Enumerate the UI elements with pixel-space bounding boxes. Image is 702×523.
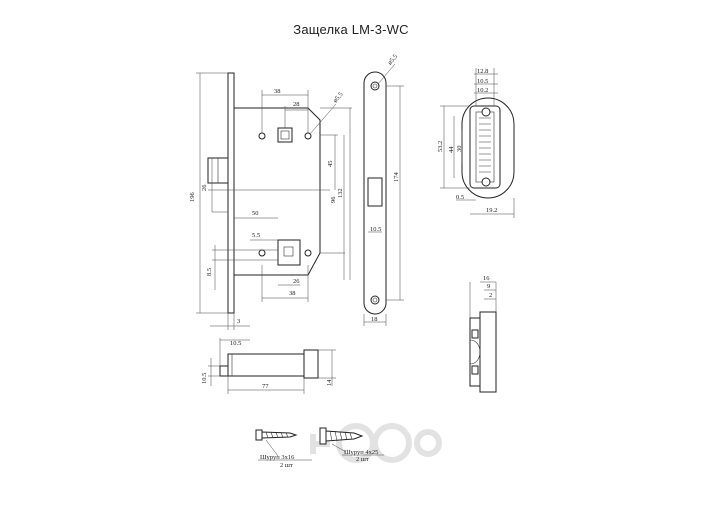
screw-4x25-label: Шуруп 4х25	[344, 449, 378, 456]
dim-28: 28	[293, 101, 300, 108]
dim-10-5-latch-side: 10.5	[201, 373, 208, 384]
dim-12-8: 12.8	[477, 68, 488, 75]
dim-174: 174	[393, 172, 400, 183]
dim-26: 26	[201, 184, 208, 191]
dim-2: 2	[489, 292, 492, 299]
dim-5-5-faceplate: ø5.5	[387, 53, 400, 66]
latch-bolt-view: 10.5 10.5 77 14	[201, 338, 336, 394]
screw-4x25: Шуруп 4х25 2 шт	[319, 427, 384, 463]
dim-45: 45	[327, 161, 334, 168]
dim-5-5-hole: ø5.5	[332, 91, 345, 104]
dim-9: 9	[487, 283, 490, 290]
lock-body-view: 38 28 ø5.5 45 26 96 132 196 50 5.5 8.5 2…	[189, 72, 352, 330]
faceplate-view: ø5.5 174 10.5 18	[363, 53, 404, 326]
screw-3x16-label: Шуруп 3х16	[260, 454, 295, 461]
dim-5-5-lower: 5.5	[252, 232, 260, 239]
dim-96: 96	[330, 196, 337, 203]
dim-19-2: 19.2	[486, 207, 497, 214]
dim-10-5-strike: 10.5	[477, 78, 488, 85]
dim-50: 50	[252, 210, 259, 217]
dim-0-5: 0.5	[456, 194, 464, 201]
dim-196: 196	[189, 192, 196, 203]
dim-53-2: 53.2	[437, 141, 444, 152]
dim-26-lower: 26	[293, 278, 300, 285]
screw-3x16: Шуруп 3х16 2 шт	[255, 429, 312, 469]
dim-44: 44	[448, 146, 455, 153]
strike-side-view: 16 9 2	[469, 275, 497, 393]
dim-38-top: 38	[274, 88, 281, 95]
dim-3: 3	[237, 318, 240, 325]
dim-10-5-latch-top: 10.5	[230, 340, 241, 347]
dim-10-2: 10.2	[477, 87, 488, 94]
dim-30: 30	[456, 146, 463, 153]
screw-3x16-qty: 2 шт	[280, 462, 293, 469]
dim-132: 132	[337, 188, 344, 198]
dim-10-5-faceplate: 10.5	[370, 226, 381, 233]
dim-18: 18	[371, 316, 378, 323]
dim-16: 16	[483, 275, 490, 282]
watermark-logo	[310, 423, 442, 463]
screw-4x25-qty: 2 шт	[356, 456, 369, 463]
dim-77: 77	[262, 383, 269, 390]
dim-14: 14	[326, 379, 333, 386]
dim-38-bottom: 38	[289, 290, 296, 297]
drawing-title: Защелка LM-3-WC	[293, 22, 409, 37]
dim-8-5: 8.5	[206, 268, 213, 276]
strike-plate-view: 12.8 10.5 10.2 53.2 44 30 0.5 19.2	[437, 68, 515, 218]
